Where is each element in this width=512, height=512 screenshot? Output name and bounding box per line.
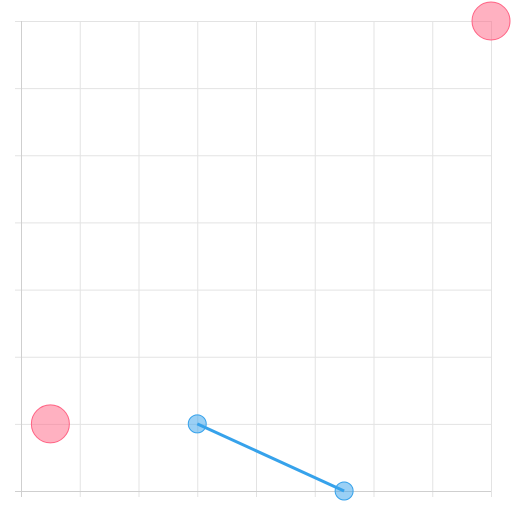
series-1-point-1 <box>334 481 354 501</box>
series-1-line <box>196 422 345 493</box>
series-0-point-1 <box>471 1 511 41</box>
series-1-point-0 <box>187 414 207 434</box>
series-0-point-0 <box>30 404 70 444</box>
